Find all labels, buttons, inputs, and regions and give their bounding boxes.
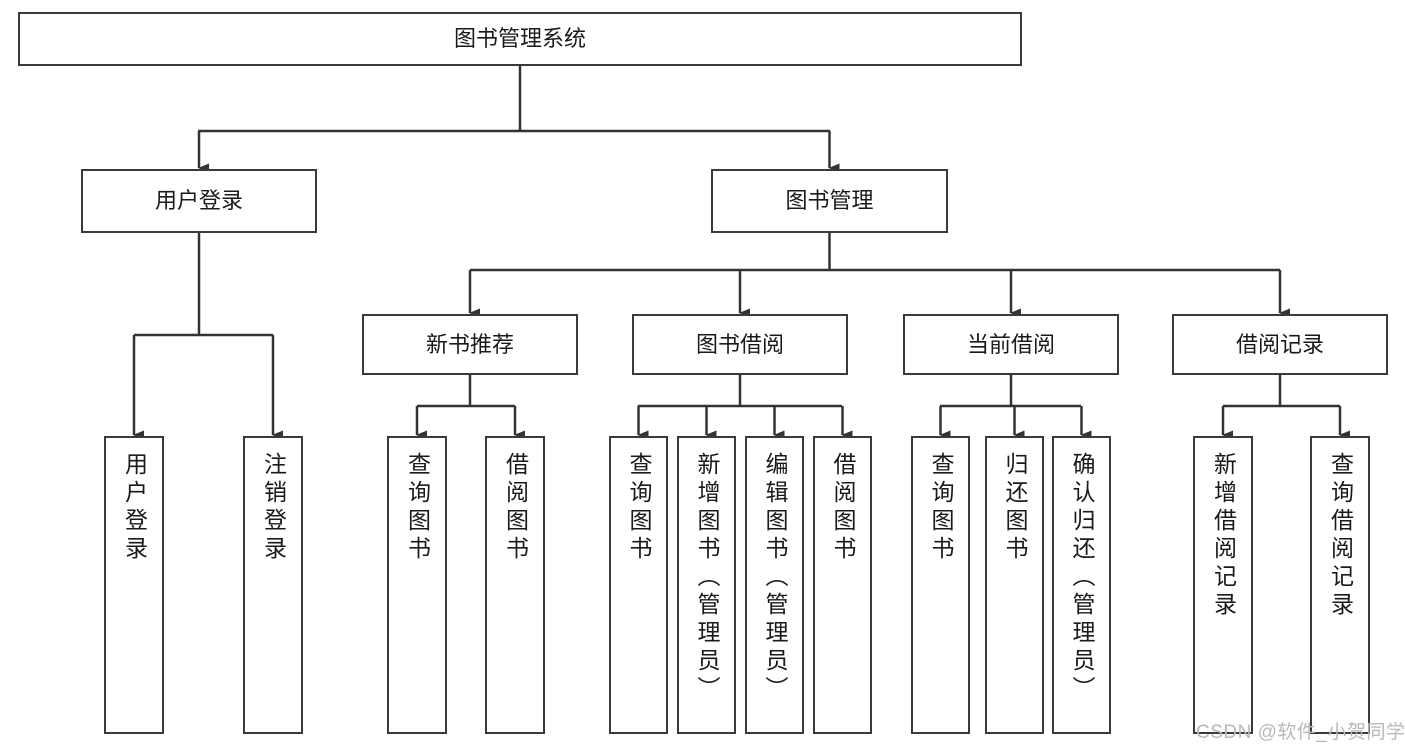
node-leaf-add-book: 新增图书（管理员） [677,436,736,734]
node-label: 当前借阅 [966,331,1055,357]
node-book-manage: 图书管理 [711,169,948,233]
node-label: 新增图书（管理员） [694,452,720,704]
node-leaf-edit-book: 编辑图书（管理员） [745,436,804,734]
node-label: 查询图书 [928,452,954,564]
node-label: 查询图书 [626,452,652,564]
node-leaf-query-book-3: 查询图书 [911,436,970,734]
node-label: 借阅图书 [502,452,529,564]
node-leaf-confirm-return: 确认归还（管理员） [1052,436,1111,734]
node-leaf-user-login: 用户登录 [104,436,164,734]
node-root: 图书管理系统 [18,12,1022,66]
node-leaf-query-record: 查询借阅记录 [1310,436,1370,734]
node-borrow-record: 借阅记录 [1172,314,1388,375]
node-current-borrow: 当前借阅 [903,314,1119,375]
node-label: 新书推荐 [425,331,514,357]
node-leaf-borrow-book-2: 借阅图书 [813,436,872,734]
node-label: 编辑图书（管理员） [762,452,788,704]
node-label: 注销登录 [260,452,287,564]
connector-lines [132,66,1350,440]
node-leaf-logout: 注销登录 [243,436,303,734]
node-label: 图书借阅 [695,331,784,357]
watermark-text: CSDN @软件_小贺同学 [1196,722,1405,743]
node-label: 新增借阅记录 [1210,452,1237,620]
node-label: 用户登录 [154,188,243,214]
node-label: 查询图书 [404,452,431,564]
node-book-borrow: 图书借阅 [632,314,848,375]
node-leaf-borrow-book-1: 借阅图书 [485,436,545,734]
node-user-login: 用户登录 [81,169,317,233]
node-new-book-rec: 新书推荐 [362,314,578,375]
node-label: 图书管理 [785,188,874,214]
node-leaf-query-book-1: 查询图书 [387,436,447,734]
node-leaf-add-record: 新增借阅记录 [1193,436,1253,734]
node-label: 借阅记录 [1235,331,1324,357]
node-label: 查询借阅记录 [1327,452,1354,620]
node-label: 用户登录 [121,452,148,564]
node-label: 图书管理系统 [453,26,586,52]
node-label: 归还图书 [1002,452,1028,564]
node-leaf-query-book-2: 查询图书 [609,436,668,734]
node-label: 确认归还（管理员） [1069,452,1095,704]
node-leaf-return-book: 归还图书 [985,436,1044,734]
node-label: 借阅图书 [830,452,856,564]
